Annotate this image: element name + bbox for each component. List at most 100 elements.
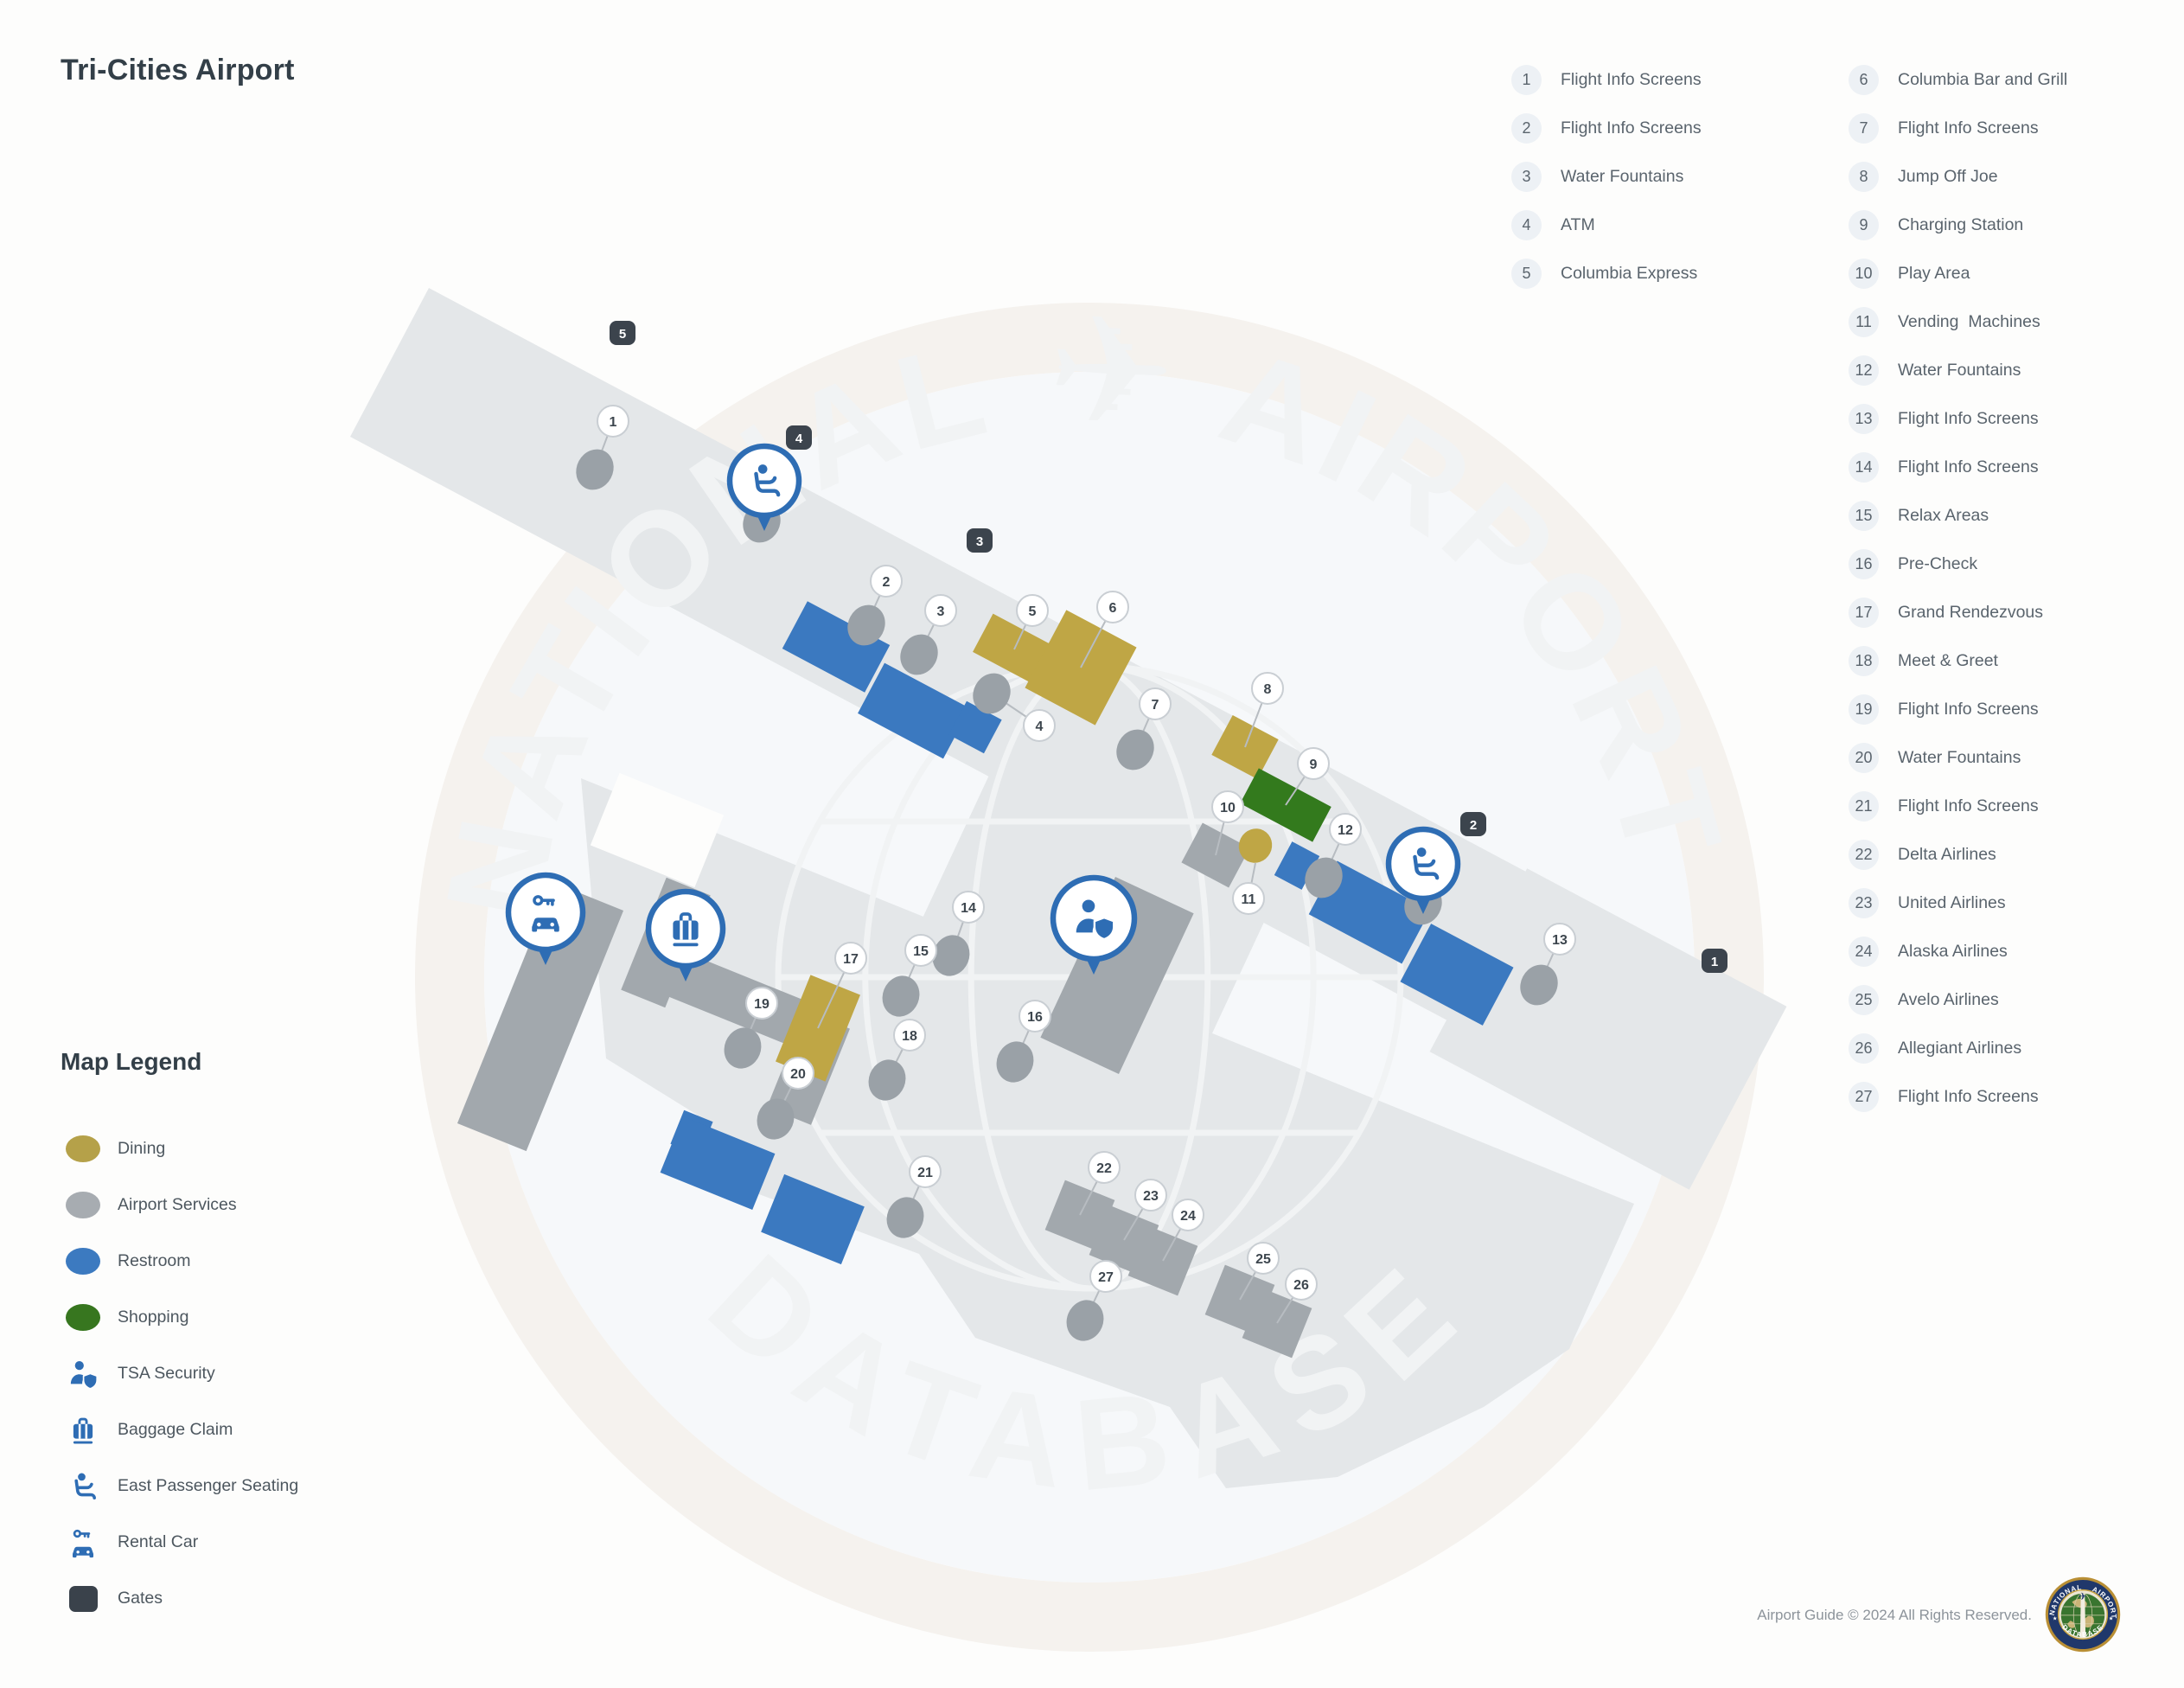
map-marker-12[interactable]: 12 [1298,813,1362,905]
dining-swatch [61,1135,105,1162]
map-shape-restroom [858,662,970,759]
location-item: 24 Alaska Airlines [1849,927,2184,975]
location-item: 6 Columbia Bar and Grill [1849,55,2184,104]
location-label: Pre-Check [1898,553,1978,573]
map-marker-11[interactable]: 11 [1232,862,1265,915]
location-item: 14 Flight Info Screens [1849,443,2184,491]
rental-car-pin[interactable] [505,872,586,965]
svg-text:2: 2 [883,575,891,590]
location-number: 11 [1849,306,1879,337]
location-label: Water Fountains [1898,747,2021,767]
svg-text:25: 25 [1255,1252,1271,1267]
map-marker-2[interactable]: 2 [840,565,903,652]
map-marker-15[interactable]: 15 [877,934,937,1022]
location-number: 22 [1849,839,1879,870]
location-label: Columbia Express [1561,263,1698,283]
svg-text:8: 8 [1264,682,1272,697]
shopping-swatch [61,1304,105,1331]
map-shape-structure [1040,876,1194,1075]
legend-item: Baggage Claim [61,1402,424,1458]
legend-item: Restroom [61,1233,424,1289]
gate-badge-1[interactable]: 1 [1702,949,1727,973]
baggage-claim-icon [61,1415,105,1446]
svg-text:24: 24 [1180,1209,1196,1224]
gate-badge-5[interactable]: 5 [610,321,635,345]
location-number: 15 [1849,500,1879,531]
gate-badge-3[interactable]: 3 [967,528,993,553]
map-marker-7[interactable]: 7 [1109,687,1172,777]
map-marker-16[interactable]: 16 [991,1000,1051,1088]
map-marker-17[interactable]: 17 [817,942,867,1029]
svg-text:3: 3 [937,604,945,619]
location-number: 26 [1849,1033,1879,1064]
map-marker-9[interactable]: 9 [1285,747,1330,806]
legend-label: Rental Car [118,1532,199,1551]
location-label: Columbia Bar and Grill [1898,69,2068,89]
map-marker-24[interactable]: 24 [1162,1199,1204,1262]
legend-label: TSA Security [118,1364,215,1383]
map-marker-1[interactable]: 1 [569,405,629,496]
map-marker-19[interactable]: 19 [718,987,778,1074]
location-number: 9 [1849,209,1879,240]
location-number: 24 [1849,936,1879,967]
map-marker-10[interactable]: 10 [1211,790,1244,856]
terminal-building [1429,868,1787,1190]
location-label: United Airlines [1898,892,2006,912]
map-marker-4[interactable]: 4 [966,667,1056,742]
baggage-claim-pin[interactable] [645,888,726,981]
legend-label: East Passenger Seating [118,1476,299,1495]
map-marker-27[interactable]: 27 [1061,1260,1122,1346]
gate-badge-4[interactable]: 4 [786,425,812,450]
location-number: 13 [1849,403,1879,434]
svg-text:26: 26 [1293,1278,1309,1293]
location-number: 25 [1849,984,1879,1015]
location-number: 17 [1849,597,1879,628]
map-marker-21[interactable]: 21 [881,1155,942,1244]
legend-label: Dining [118,1139,166,1158]
map-marker-26[interactable]: 26 [1276,1268,1318,1324]
east-passenger-seating-icon [61,1471,105,1502]
map-marker-8[interactable]: 8 [1244,672,1284,748]
map-marker-20[interactable]: 20 [751,1057,814,1145]
map-marker-23[interactable]: 23 [1123,1179,1167,1241]
map-marker-6[interactable]: 6 [1080,591,1129,668]
location-number: 6 [1849,64,1879,95]
east-passenger-seating-pin[interactable] [726,443,802,531]
location-number: 4 [1511,209,1542,240]
location-label: Alaska Airlines [1898,941,2008,961]
restroom-swatch [61,1248,105,1275]
tsa-security-pin[interactable] [1050,874,1138,975]
location-number: 5 [1511,258,1542,289]
national-airport-database-logo: ✈ NATIONAL AIRPORT DATABASE ★ ★ [2045,1576,2121,1653]
map-marker-3[interactable]: 3 [893,594,957,681]
svg-text:5: 5 [1029,604,1037,619]
logo-plane-icon: ✈ [2079,1591,2087,1602]
svg-text:★: ★ [2109,1615,2114,1621]
airport-services-swatch [61,1192,105,1218]
location-label: Grand Rendezvous [1898,602,2044,622]
map-marker-13[interactable]: 13 [1513,923,1576,1012]
svg-text:9: 9 [1310,758,1318,772]
east-passenger-seating-pin[interactable] [1385,826,1461,914]
map-marker-18[interactable]: 18 [863,1019,926,1106]
map-marker-22[interactable]: 22 [1079,1151,1121,1216]
gate-badge-2[interactable]: 2 [1460,812,1486,836]
location-number: 14 [1849,451,1879,483]
map-shape-dining [1238,828,1273,863]
logo-contrail [2079,1593,2086,1638]
svg-text:27: 27 [1098,1270,1114,1285]
map-marker-25[interactable]: 25 [1239,1242,1280,1301]
map-marker-14[interactable]: 14 [927,891,985,981]
map-marker-5[interactable]: 5 [1013,594,1049,650]
rental-car-icon [61,1527,105,1558]
location-label: Flight Info Screens [1898,457,2039,476]
